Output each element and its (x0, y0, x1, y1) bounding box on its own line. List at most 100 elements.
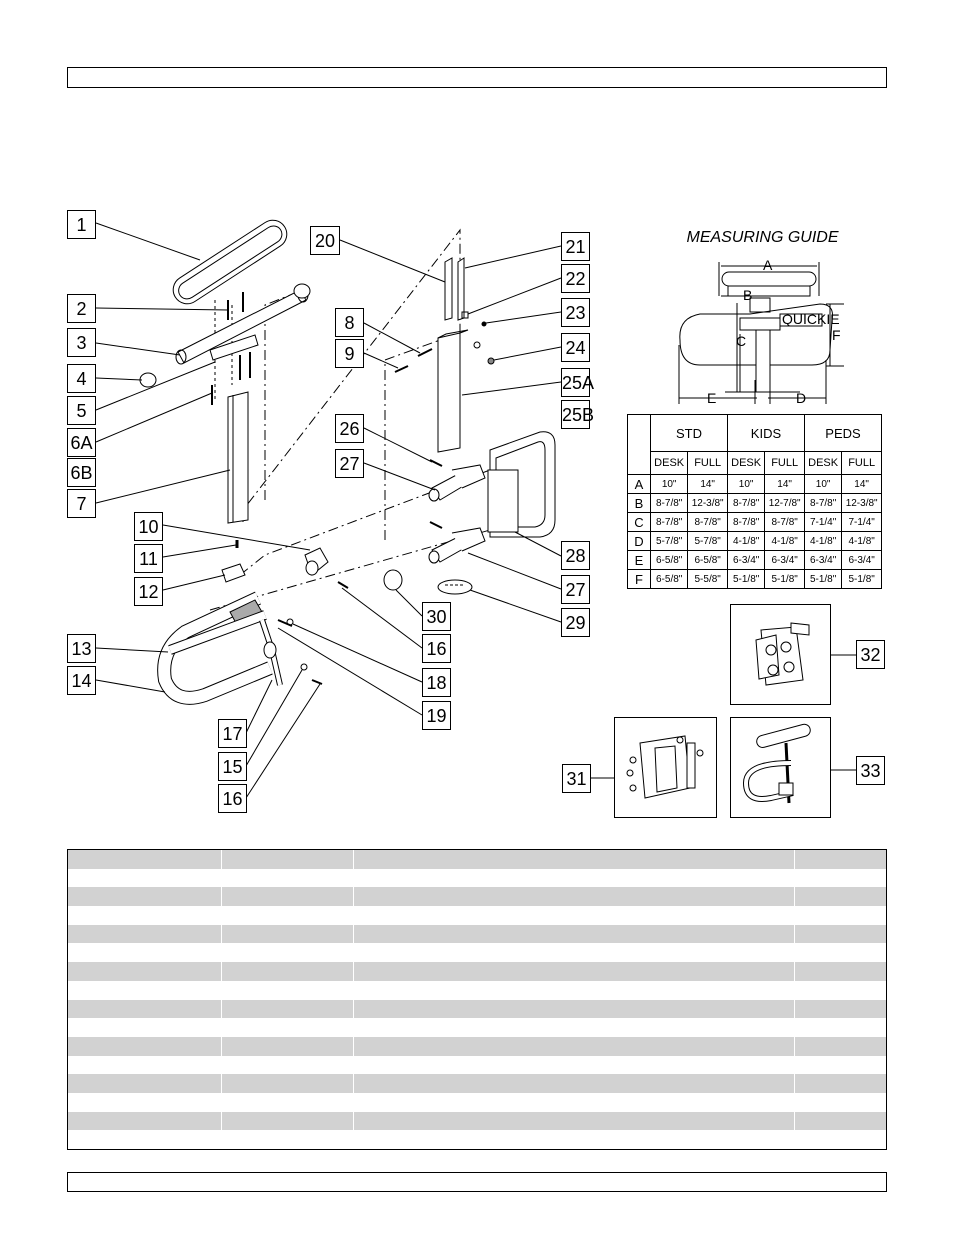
subhead: FULL (687, 451, 728, 475)
measuring-guide-drawing: QUICKIE (678, 262, 844, 404)
parts-cell (222, 1092, 354, 1112)
leader-3 (95, 342, 181, 356)
leader-23 (485, 311, 562, 324)
callout-14: 14 (67, 666, 96, 695)
guide-value-cell: 14" (764, 474, 805, 494)
guide-value-cell: 5-5/8" (687, 569, 728, 589)
assembly-line-post (384, 339, 441, 540)
leader-14 (95, 679, 166, 693)
guide-value-cell: 7-1/4" (841, 512, 882, 532)
leader-5 (95, 361, 216, 411)
leader-6 (95, 392, 213, 443)
dim-f: F (832, 327, 841, 343)
callout-17: 17 (218, 719, 247, 748)
spacer-part (383, 569, 403, 591)
dim-b: B (743, 287, 752, 303)
callout-27-upper: 27 (335, 449, 364, 478)
leader-7 (95, 469, 231, 504)
parts-cell (68, 1130, 222, 1149)
parts-cell (222, 1055, 354, 1075)
parts-row (68, 1018, 886, 1037)
leader-11 (162, 544, 237, 558)
leader-15 (245, 669, 303, 767)
leader-10 (162, 524, 311, 551)
callout-25a: 25A (561, 368, 594, 397)
parts-cell (68, 887, 222, 907)
parts-cell (68, 1111, 222, 1131)
guide-value-cell: 14" (841, 474, 882, 494)
leader-25 (461, 381, 562, 396)
guide-value-cell: 6-5/8" (649, 569, 689, 589)
callout-7: 7 (67, 489, 96, 518)
guide-value-cell: 12-7/8" (764, 493, 805, 513)
guide-value-cell: 14" (687, 474, 728, 494)
parts-cell (795, 1093, 886, 1112)
guide-value-cell: 5-1/8" (726, 569, 766, 589)
callout-2: 2 (67, 294, 96, 323)
parts-cell (795, 1074, 886, 1093)
callout-30: 30 (422, 602, 451, 631)
parts-cell (68, 1055, 222, 1075)
callout-32: 32 (856, 640, 885, 669)
measuring-guide-title: MEASURING GUIDE (686, 229, 839, 246)
subhead: FULL (764, 451, 805, 475)
leader-16b (341, 587, 423, 649)
leader-13 (95, 647, 169, 653)
parts-row (68, 850, 886, 869)
guide-value-cell: 8-7/8" (803, 493, 843, 513)
guide-value-cell: 6-5/8" (687, 550, 728, 570)
guide-row-label: C (627, 512, 651, 532)
callout-3: 3 (67, 328, 96, 357)
callout-28: 28 (561, 541, 590, 570)
parts-row (68, 924, 886, 944)
parts-cell (222, 1074, 354, 1093)
assembly-line-arm (264, 289, 304, 500)
guide-value-cell: 8-7/8" (726, 512, 766, 532)
parts-cell (354, 999, 795, 1019)
plug-part (139, 372, 157, 388)
guide-value-cell: 5-7/8" (687, 531, 728, 551)
assembly-line-main (242, 228, 461, 522)
callout-12: 12 (134, 577, 163, 606)
guide-value-cell: 5-7/8" (649, 531, 689, 551)
subhead: FULL (841, 451, 882, 475)
leader-27b (467, 552, 562, 590)
leader-16a (245, 683, 321, 799)
parts-cell (68, 980, 222, 1000)
guide-value-cell: 4-1/8" (841, 531, 882, 551)
parts-cell (222, 850, 354, 869)
leader-30 (395, 589, 423, 617)
guide-value-cell: 12-3/8" (687, 493, 728, 513)
parts-cell (354, 943, 795, 963)
guide-value-cell: 10" (649, 474, 689, 494)
callout-23: 23 (561, 298, 590, 327)
parts-cell (354, 962, 795, 981)
parts-row (68, 1130, 886, 1149)
callout-16-right: 16 (422, 634, 451, 663)
inset-33-armrest (730, 717, 831, 818)
parts-cell (354, 906, 795, 925)
callout-11: 11 (134, 544, 163, 573)
parts-cell (795, 1037, 886, 1056)
parts-cell (795, 1000, 886, 1019)
guide-value-cell: 10" (726, 474, 766, 494)
leader-9 (363, 352, 399, 369)
parts-cell (795, 943, 886, 962)
parts-cell (222, 906, 354, 925)
parts-cell (354, 1018, 795, 1037)
parts-cell (795, 869, 886, 888)
parts-cell (795, 1112, 886, 1131)
leader-1 (95, 222, 201, 261)
guide-value-cell: 8-7/8" (649, 512, 689, 532)
mounting-bracket-icon (626, 735, 704, 799)
callout-13: 13 (67, 634, 96, 663)
callout-18: 18 (422, 668, 451, 697)
guide-value-cell: 8-7/8" (764, 512, 805, 532)
parts-cell (222, 1111, 354, 1131)
parts-cell (795, 1018, 886, 1037)
subhead: DESK (649, 451, 689, 475)
